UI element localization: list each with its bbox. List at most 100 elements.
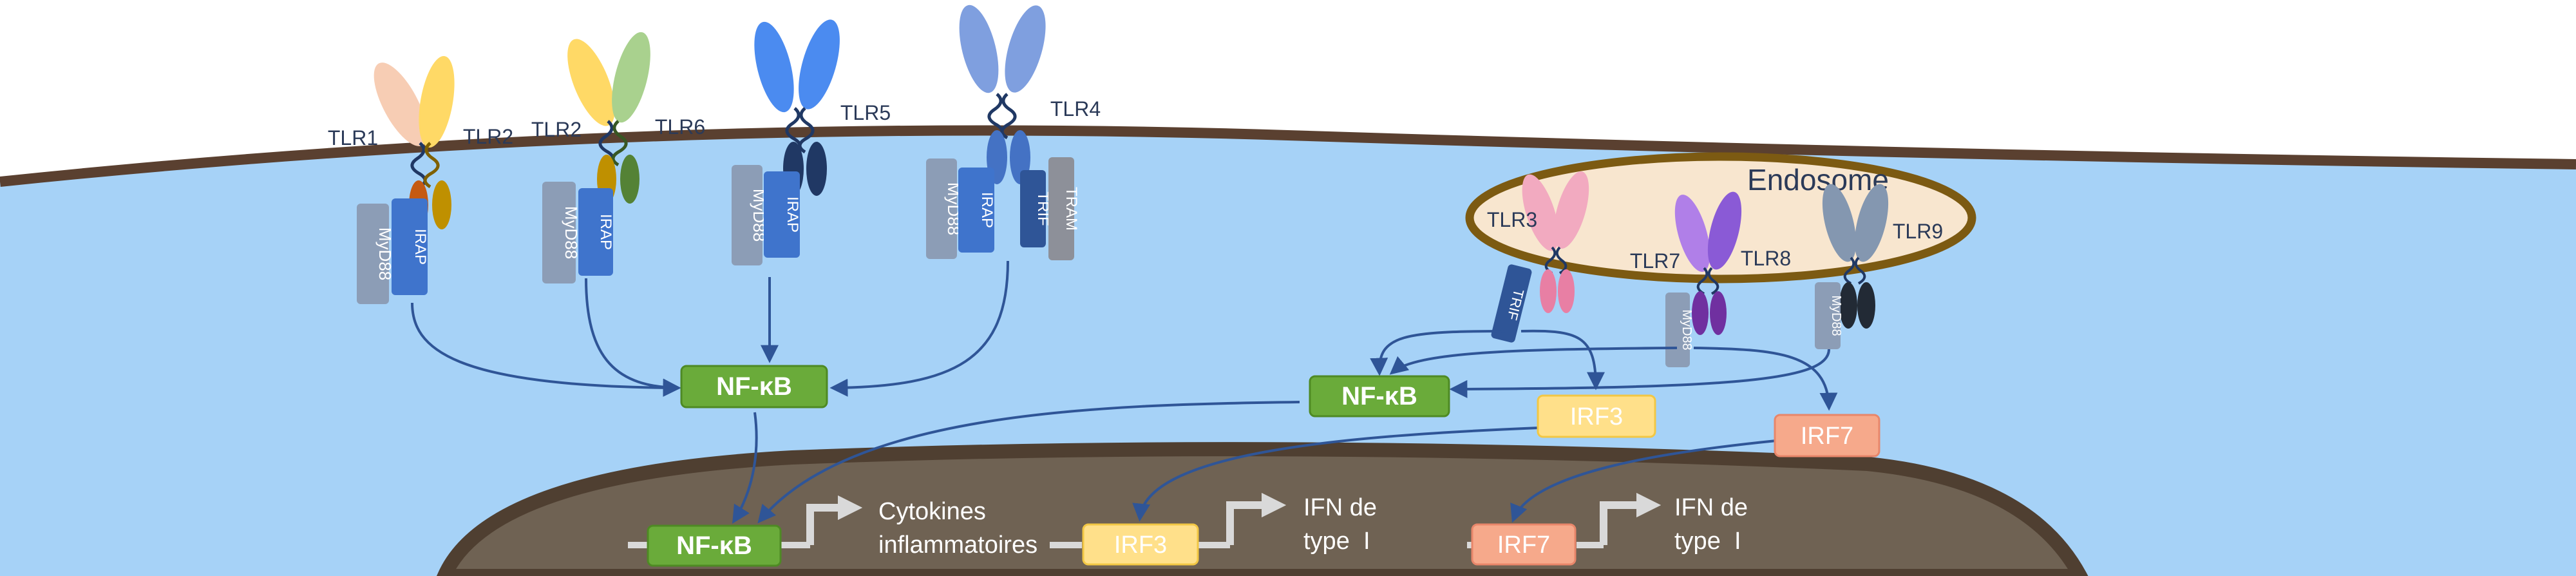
tlr9-dimer: TLR9 MyD88 [1815,184,1943,349]
tlr3-ectodomain-icon [1522,174,1559,251]
tlr1-tlr2-dimer: TLR1 TLR2 MyD88 IRAP [328,55,513,304]
transmembrane-icon [1696,267,1709,295]
tlr7-ectodomain-icon [1674,195,1710,272]
ifn-label-irf3: IFN de [1303,494,1377,521]
transmembrane-icon [1843,256,1855,285]
myd88-label: MyD88 [562,206,581,259]
tlr2-ectodomain-icon [567,39,615,126]
transmembrane-icon [798,107,815,154]
myd88-adaptor [542,182,576,283]
tlr6-label: TLR6 [655,115,705,139]
tlr9-tir-icon [1839,282,1857,329]
irf7-label: IRF7 [1497,532,1550,559]
tlr9-ectodomain-icon [1822,184,1857,262]
tlr1-label: TLR1 [328,126,378,149]
arrow-tlr1-to-nfkb [411,302,681,397]
nfkb-box-cyto-left: NF-κB [680,365,828,408]
irf7-box-cyto: IRF7 [1774,414,1880,457]
transmembrane-icon [1000,93,1017,140]
cytokines-label: Cytokines [878,498,986,525]
ifn-label-irf7-2: type I [1674,528,1741,555]
irf3-box-nucleus: IRF3 [1082,523,1199,566]
tlr4-ectodomain-icon [1005,5,1046,93]
arrow-nfkb-to-nucleus [732,412,758,524]
irap-adaptor [578,188,613,276]
irap-adaptor [958,168,994,253]
tlr2-label: TLR2 [531,118,582,141]
arrow-irf3-to-nucleus [1132,427,1540,522]
tlr8-label: TLR8 [1741,247,1791,270]
irf3-label: IRF3 [1114,532,1167,559]
nfkb-box-cyto-right: NF-κB [1309,375,1450,418]
arrow-trif-to-nfkb [1370,330,1508,376]
cytokines-label-2: inflammatoires [878,532,1037,559]
myd88-label: MyD88 [1680,309,1694,350]
promoter-lines [628,492,1662,548]
promoter-arrow-icon [1226,492,1287,545]
tlr3-tir-icon [1558,269,1575,313]
tlr8-tir-icon [1710,291,1727,335]
irap-label: IRAP [597,214,614,250]
transmembrane-icon [611,120,628,167]
myd88-label: MyD88 [1829,295,1843,336]
tlr7-tir-icon [1692,291,1709,335]
arrow-nfkb-endo-to-nucleus [757,401,1300,524]
irap-label: IRAP [784,197,801,233]
arrow-tlr9-to-nfkb [1449,349,1830,398]
ifn-label-irf7: IFN de [1674,494,1748,521]
tlr4-ectodomain-icon [959,5,999,93]
irf7-label: IRF7 [1801,423,1853,450]
arrow-myd88-to-irf7 [1693,347,1838,411]
cell-membrane [0,125,2576,187]
tlr1-ectodomain-icon [374,62,428,146]
tlr9-tir-icon [1857,282,1875,329]
transmembrane-icon [1707,267,1719,295]
irap-label: IRAP [412,229,429,265]
myd88-adaptor [926,158,957,259]
arrow-tlr6-to-nfkb [585,278,681,397]
tram-label: TRAM [1063,187,1080,231]
tlr5-dimer: TLR5 MyD88 IRAP [732,19,891,265]
trif-adaptor [1020,170,1046,247]
nfkb-box-nucleus: NF-κB [647,524,782,567]
arrow-trif-to-irf3 [1520,329,1605,390]
irf7-box-nucleus: IRF7 [1471,523,1577,566]
tlr2-tir-icon [432,180,451,229]
arrow-myd88-to-nfkb [1389,347,1678,375]
tlr3-ectodomain-icon [1553,171,1589,249]
transmembrane-icon [1555,246,1567,274]
tlr3-label: TLR3 [1487,208,1537,231]
myd88-adaptor [732,165,762,265]
tlr2-label: TLR2 [463,125,513,148]
myd88-adaptor [357,204,389,304]
nfkb-label: NF-κB [716,372,792,401]
tlr5-tir-icon [806,142,827,196]
endosome-label: Endosome [1747,163,1889,197]
tlr9-label: TLR9 [1893,220,1943,243]
signaling-arrows [411,260,1838,524]
nfkb-label: NF-κB [676,532,752,560]
tlr9-ectodomain-icon [1854,184,1889,262]
tlr5-ectodomain-icon [799,19,840,110]
nfkb-label: NF-κB [1341,382,1417,410]
tlr5-label: TLR5 [840,101,891,124]
irf3-label: IRF3 [1570,403,1623,430]
ifn-label-irf3-2: type I [1303,528,1370,555]
tlr2-tlr6-dimer: TLR2 TLR6 MyD88 IRAP [531,32,705,283]
tram-adaptor [1048,157,1074,260]
tlr5-ectodomain-icon [754,21,794,113]
trif-adaptor [1491,264,1532,343]
tlr8-ectodomain-icon [1707,191,1742,270]
tlr6-tir-icon [620,155,639,204]
tlr2-ectodomain-icon [419,55,455,148]
tlr3-dimer: TLR3 TRIF [1487,171,1589,343]
tlr4-label: TLR4 [1050,97,1101,120]
tlr3-tir-icon [1540,269,1557,313]
myd88-adaptor [1815,282,1841,349]
promoter-arrow-icon [806,495,863,545]
arrow-irf7-to-nucleus [1510,439,1777,523]
transmembrane-icon [423,142,440,189]
irap-adaptor [392,198,428,295]
